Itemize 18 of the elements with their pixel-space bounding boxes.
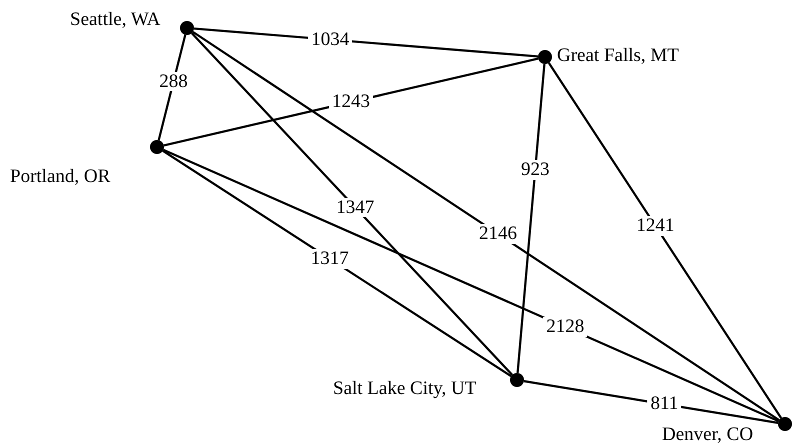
edge-label: 2128 [543,317,588,338]
connector-line [164,58,538,146]
connector-line [548,62,782,419]
connector-line [192,30,780,422]
circle-marker [538,50,552,64]
circle-marker [510,373,524,387]
circle-marker [150,140,164,154]
connector-line [190,32,514,376]
circle-marker [180,21,194,35]
connector-line [162,150,512,378]
city-label: Salt Lake City, UT [333,379,476,398]
city-label: Portland, OR [10,167,110,186]
city-label: Great Falls, MT [557,46,679,65]
city-label: Seattle, WA [70,10,160,29]
circle-marker [778,417,792,431]
connector-line [162,148,780,422]
city-label: Denver, CO [662,425,754,444]
connector-line [516,64,546,374]
